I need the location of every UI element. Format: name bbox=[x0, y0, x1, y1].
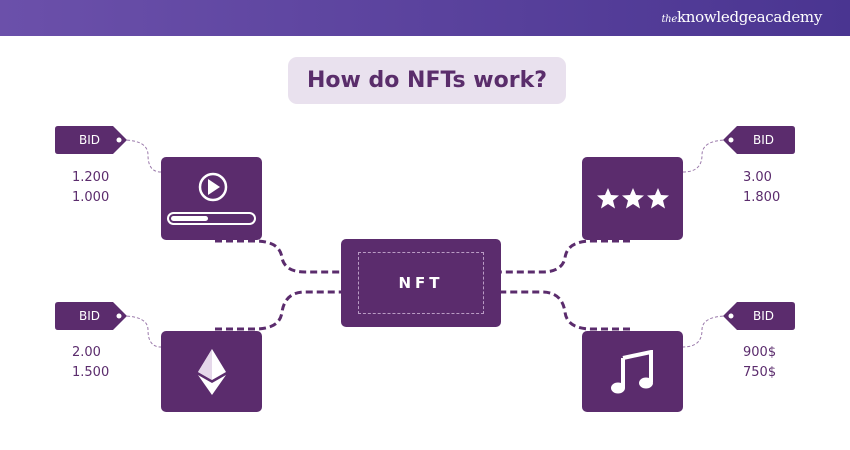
stars-icon bbox=[596, 187, 669, 208]
ethereum-icon bbox=[197, 348, 226, 395]
bid-label: BID bbox=[79, 309, 101, 323]
page-title: How do NFTs work? bbox=[288, 57, 566, 104]
ethereum-asset-box bbox=[161, 331, 262, 412]
brand-logo: theknowledgeacademy bbox=[661, 8, 822, 26]
bid-values-stars: 3.00 1.800 bbox=[743, 168, 780, 208]
bid-label: BID bbox=[79, 133, 101, 147]
bid-values-ethereum: 2.00 1.500 bbox=[72, 343, 109, 383]
tag-shape-icon bbox=[55, 302, 127, 330]
bid-values-music: 900$ 750$ bbox=[743, 343, 776, 383]
bid-tag-music: BID bbox=[723, 302, 795, 330]
nft-label: NFT bbox=[358, 252, 484, 314]
stars-asset-box bbox=[582, 157, 683, 240]
bid-value: 750$ bbox=[743, 365, 777, 380]
bid-tag-stars: BID bbox=[723, 126, 795, 154]
bid-label: BID bbox=[753, 133, 775, 147]
video-asset-box bbox=[161, 157, 262, 240]
bid-values-video: 1.200 1.000 bbox=[72, 168, 109, 208]
bid-value: 1.200 bbox=[72, 170, 110, 185]
bid-value: 1.800 bbox=[743, 190, 781, 205]
tag-shape-icon bbox=[723, 126, 795, 154]
bid-value: 3.00 bbox=[743, 170, 772, 185]
tag-shape-icon bbox=[55, 126, 127, 154]
nft-center-box: NFT bbox=[341, 239, 501, 327]
bid-label: BID bbox=[753, 309, 775, 323]
bid-tag-ethereum: BID bbox=[55, 302, 127, 330]
bid-tag-video: BID bbox=[55, 126, 127, 154]
music-note-icon bbox=[610, 349, 653, 393]
music-asset-box bbox=[582, 331, 683, 412]
video-player-icon bbox=[167, 172, 256, 225]
bid-value: 1.500 bbox=[72, 365, 110, 380]
bid-value: 900$ bbox=[743, 345, 777, 360]
header-banner: theknowledgeacademy bbox=[0, 0, 850, 36]
bid-value: 2.00 bbox=[72, 345, 101, 360]
brand-prefix: the bbox=[661, 14, 677, 25]
brand-name: knowledgeacademy bbox=[676, 8, 822, 26]
bid-value: 1.000 bbox=[72, 190, 110, 205]
tag-shape-icon bbox=[723, 302, 795, 330]
